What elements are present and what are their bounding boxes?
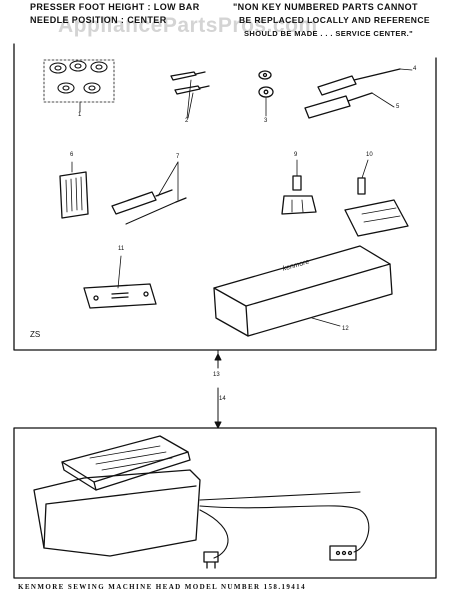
needle-position-note: NEEDLE POSITION : CENTER (30, 15, 167, 25)
presser-foot-part (281, 159, 317, 215)
callout-14: 14 (219, 396, 226, 402)
replacement-note-line-2: BE REPLACED LOCALLY AND REFERENCE (239, 15, 430, 25)
panel-code: ZS (30, 330, 41, 339)
throat-plate-part (83, 255, 157, 309)
callout-2: 2 (185, 118, 189, 124)
needle-pack-part (59, 161, 89, 219)
callout-10: 10 (366, 152, 373, 158)
accessory-panel-frame (13, 43, 437, 351)
accessory-box-part (213, 245, 393, 337)
screwdrivers-part (304, 68, 413, 119)
callout-12: 12 (342, 326, 349, 332)
seam-ripper-part (111, 161, 187, 225)
callout-7: 7 (176, 154, 180, 160)
callout-4: 4 (413, 66, 417, 72)
callout-1: 1 (78, 112, 82, 118)
callout-9: 9 (294, 152, 298, 158)
model-number-caption: KENMORE SEWING MACHINE HEAD MODEL NUMBER… (18, 583, 306, 591)
foot-controller-part (33, 435, 370, 569)
watermark-text: AppliancePartsPros.com (58, 14, 318, 37)
replacement-note-line-1: "NON KEY NUMBERED PARTS CANNOT (233, 2, 418, 12)
buttonhole-foot-part (344, 159, 409, 237)
callout-6: 6 (70, 152, 74, 158)
bobbins-part (43, 59, 115, 113)
callout-leaders (214, 349, 222, 429)
callout-3: 3 (264, 118, 268, 124)
callout-5: 5 (396, 104, 400, 110)
spool-pins-part (170, 71, 210, 119)
presser-foot-height-note: PRESSER FOOT HEIGHT : LOW BAR (30, 2, 200, 12)
spool-discs-part (258, 70, 274, 117)
foot-control-panel-frame (13, 427, 437, 579)
callout-13: 13 (213, 372, 220, 378)
replacement-note-line-3: SHOULD BE MADE . . . SERVICE CENTER." (244, 29, 414, 38)
callout-11: 11 (118, 246, 125, 252)
